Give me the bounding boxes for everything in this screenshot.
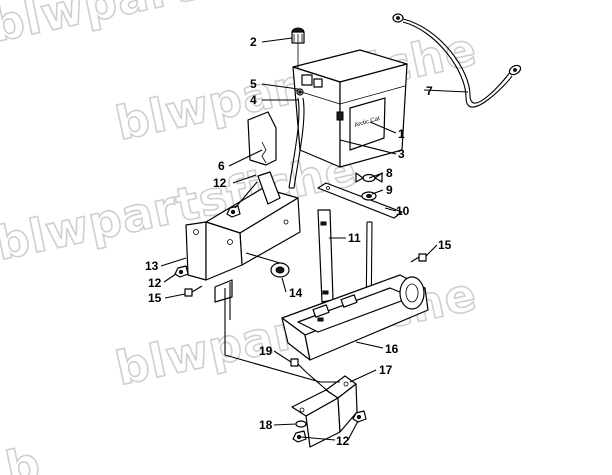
watermark-line-5: b <box>1 436 45 475</box>
hold-down-strap <box>317 209 334 303</box>
lower-bracket <box>291 375 358 448</box>
washer-18 <box>295 420 307 428</box>
callout-2: 2 <box>250 35 257 49</box>
callout-12-bottom: 12 <box>336 434 350 448</box>
retainer-bar <box>317 182 403 219</box>
battery: Arctic Cat <box>292 49 408 168</box>
callout-15-left: 15 <box>148 291 162 305</box>
callout-13: 13 <box>145 259 159 273</box>
callout-6: 6 <box>218 159 225 173</box>
bolt-19 <box>290 358 307 373</box>
assembly-lines <box>224 181 340 394</box>
battery-cable <box>392 13 522 108</box>
callout-10: 10 <box>396 204 410 218</box>
nut-12-left <box>174 265 189 278</box>
callout-1: 1 <box>398 127 405 141</box>
callout-4: 4 <box>250 93 257 107</box>
nut-12-bottom-left <box>292 430 307 443</box>
callout-labels: 2 5 4 1 3 7 6 8 9 10 11 12 13 12 15 14 1… <box>145 35 452 448</box>
callout-5: 5 <box>250 77 257 91</box>
callout-16: 16 <box>385 342 399 356</box>
watermark-line-3: blwpartsfiche <box>0 142 361 271</box>
left-bracket <box>185 171 301 303</box>
callout-17: 17 <box>379 363 393 377</box>
callout-3: 3 <box>398 147 405 161</box>
wing-nut <box>355 172 383 183</box>
vent-cap <box>291 27 305 68</box>
battery-cover-plate <box>247 111 277 166</box>
battery-tray <box>281 274 429 361</box>
callout-18: 18 <box>259 418 273 432</box>
bolt-15-right <box>410 253 427 263</box>
vent-fitting <box>296 88 304 96</box>
callout-14: 14 <box>289 286 303 300</box>
rubber-grommet <box>270 262 290 278</box>
watermark-line-1: blwpartsfiche <box>0 0 356 53</box>
bolt-15-left <box>184 285 203 297</box>
callout-8: 8 <box>386 166 393 180</box>
callout-9: 9 <box>386 183 393 197</box>
callout-15-right: 15 <box>438 238 452 252</box>
callout-19: 19 <box>259 344 273 358</box>
leader-lines <box>160 37 469 441</box>
callout-7: 7 <box>426 84 433 98</box>
battery-label-plate <box>349 97 386 151</box>
callout-11: 11 <box>348 231 361 245</box>
vent-tube <box>288 97 305 189</box>
callout-12-top: 12 <box>213 176 227 190</box>
nut-12-bottom-right <box>352 410 367 423</box>
callout-12-left: 12 <box>148 276 162 290</box>
